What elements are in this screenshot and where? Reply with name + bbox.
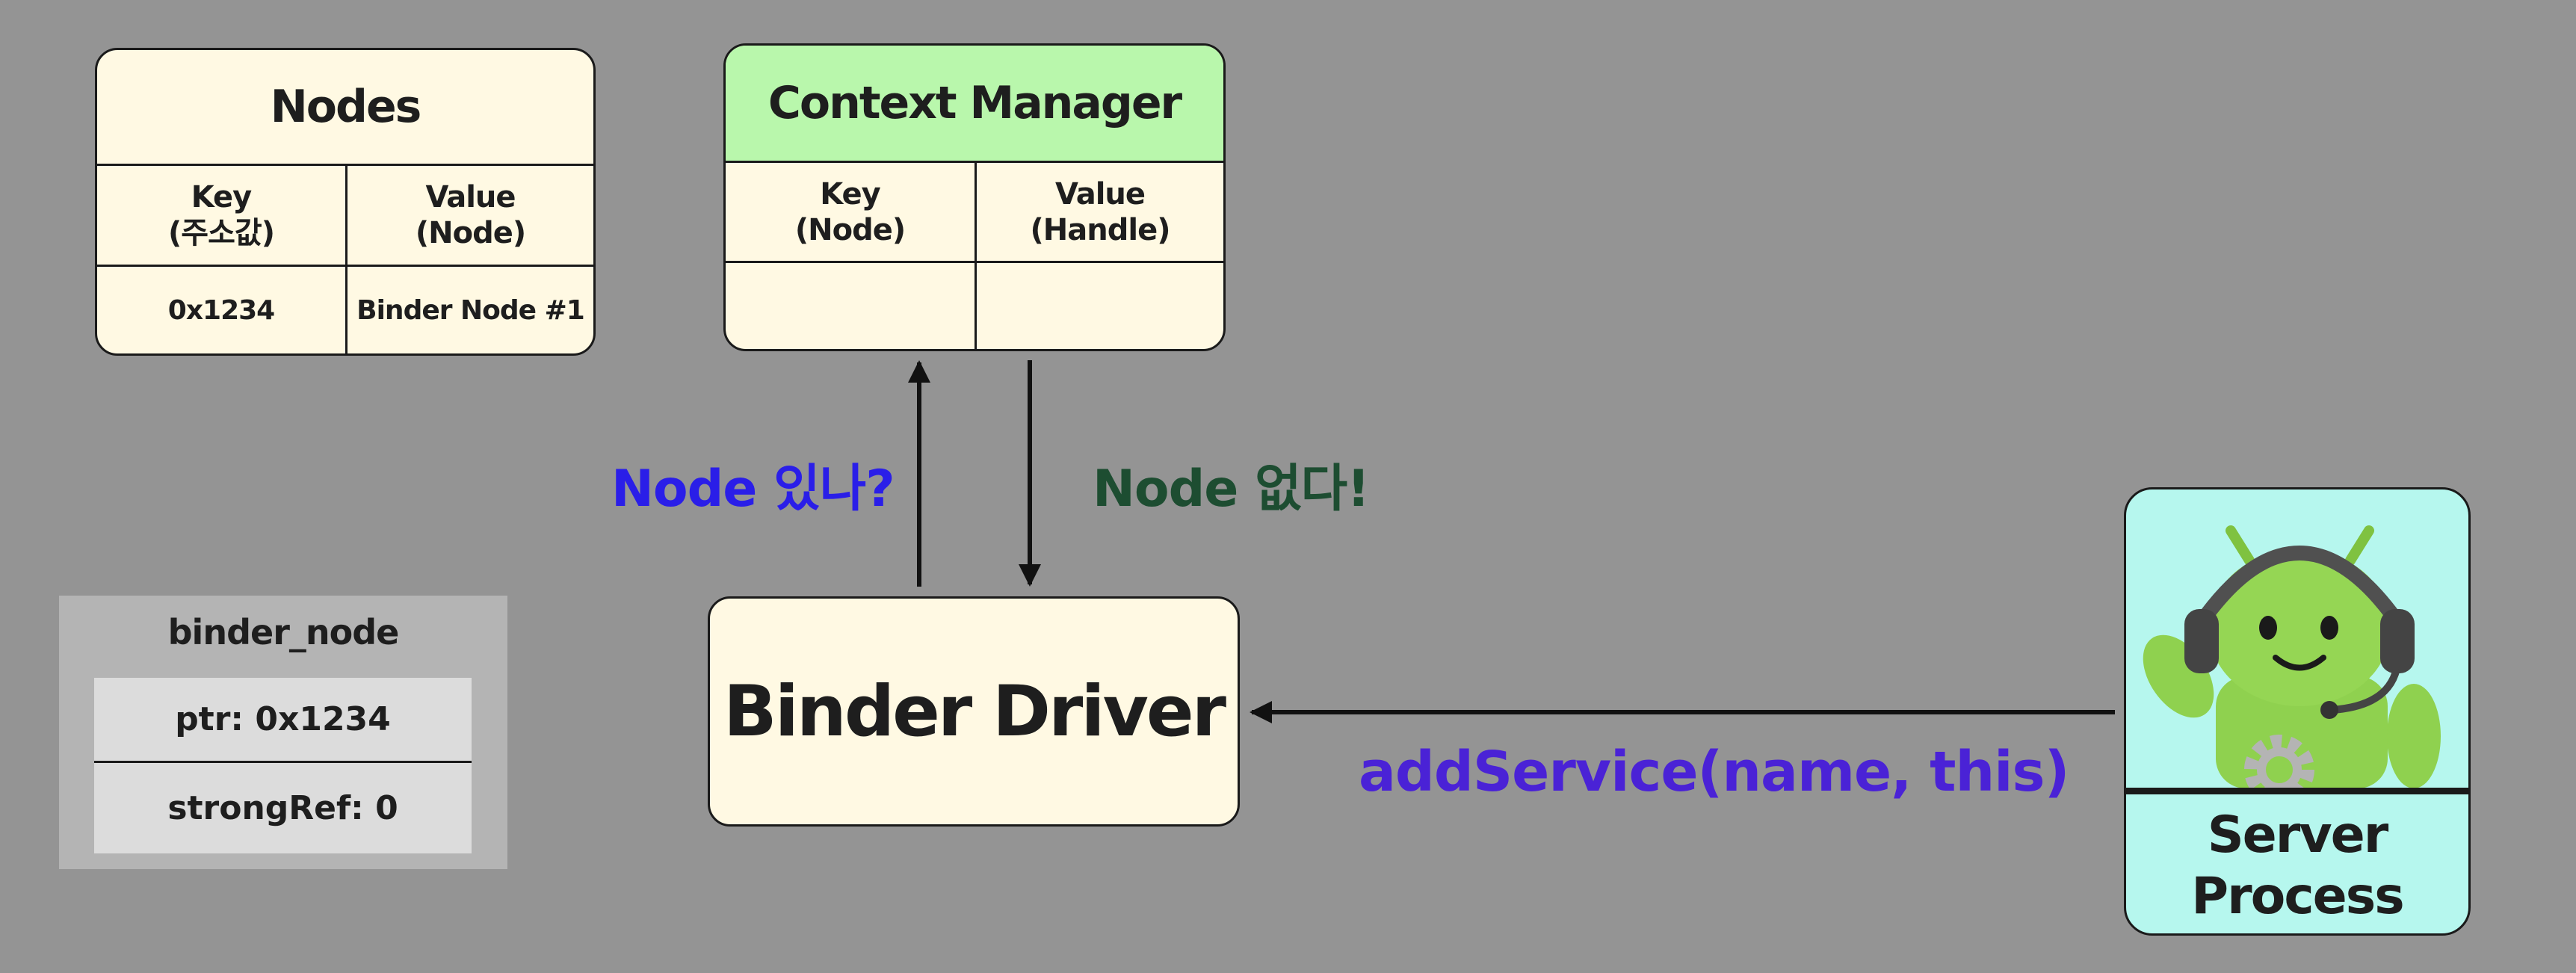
server-process-divider [2126,788,2468,794]
context-row-value [975,261,1223,349]
context-row-key [726,261,975,349]
binder-node-field-strongref: strongRef: 0 [94,763,472,853]
nodes-key-header: Key (주소값) [97,164,345,265]
binder-node-struct: binder_node ptr: 0x1234 strongRef: 0 [59,596,507,869]
server-process-box: Server Process [2124,487,2471,936]
context-value-header: Value (Handle) [975,161,1223,261]
android-robot-with-headset-icon [2143,525,2441,788]
binder-node-field-ptr: ptr: 0x1234 [94,678,472,763]
server-process-label: Server Process [2191,806,2404,926]
context-manager-table: Context Manager Key (Node) Value (Handle… [723,43,1226,351]
nodes-value-header: Value (Node) [345,164,593,265]
binder-node-title: binder_node [167,612,400,652]
nodes-row-value: Binder Node #1 [345,265,593,353]
nodes-row-key: 0x1234 [97,265,345,353]
nodes-table-title: Nodes [270,81,422,133]
add-service-label: addService(name, this) [1359,740,2069,804]
binder-driver-label: Binder Driver [723,670,1226,753]
binder-driver-box: Binder Driver [708,596,1240,827]
nodes-table: Nodes Key (주소값) Value (Node) 0x1234 Bind… [95,48,596,356]
context-key-header: Key (Node) [726,161,975,261]
query-label: Node 있나? [611,460,895,519]
answer-label: Node 없다! [1093,460,1370,519]
context-manager-title: Context Manager [726,46,1223,161]
